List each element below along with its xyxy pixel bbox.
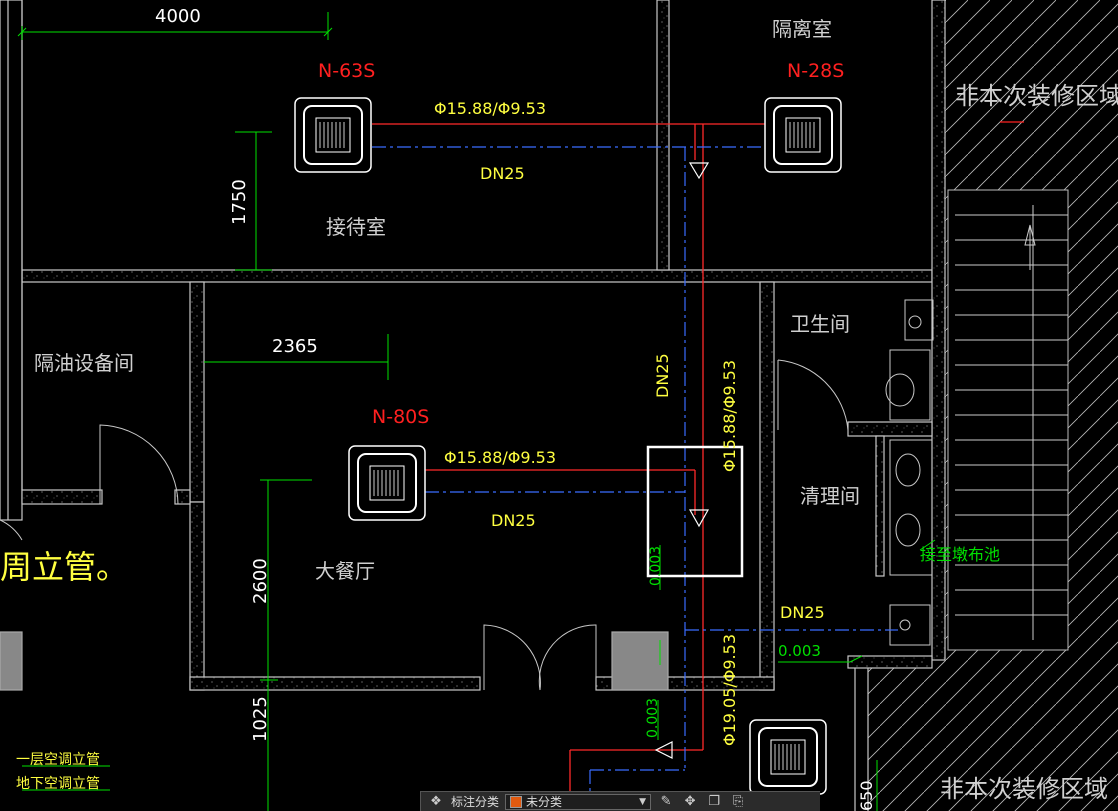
cassette-ac-unit-n28s[interactable]	[764, 97, 842, 173]
dim-2365: 2365	[272, 336, 318, 357]
dimension-lines	[17, 12, 936, 811]
out-of-scope-hatch	[868, 0, 1118, 811]
annotation-category-value: 未分类	[526, 795, 563, 809]
legend-basement-riser: 地下空调立管	[16, 776, 100, 792]
room-reception: 接待室	[326, 215, 386, 239]
dim-1750: 1750	[229, 179, 250, 225]
annotation-toolbar: ❖ 标注分类 未分类 ▼ ✎ ✥ ❐ ⎘	[420, 791, 820, 811]
dim-2600: 2600	[250, 558, 271, 604]
tag-n28s: N-28S	[787, 60, 844, 82]
label-slope-3: 0.003	[645, 698, 661, 738]
label-drain-right: DN25	[780, 603, 825, 622]
room-restroom: 卫生间	[790, 312, 850, 336]
label-drain-1: DN25	[480, 164, 525, 183]
note-riser: 周立管。	[0, 548, 128, 586]
note-to-mop-sink: 接至墩布池	[920, 545, 1000, 564]
dim-4000: 4000	[155, 6, 201, 27]
label-drain-vertical: DN25	[653, 353, 672, 398]
cassette-ac-unit-n80s[interactable]	[348, 445, 426, 521]
cassette-ac-unit-n63s[interactable]	[294, 97, 372, 173]
layers-icon[interactable]: ❖	[430, 794, 442, 809]
label-drain-2: DN25	[491, 511, 536, 530]
walls	[0, 0, 946, 811]
label-refrigerant-lower: Φ19.05/Φ9.53	[720, 634, 739, 746]
room-isolation: 隔离室	[772, 17, 832, 41]
label-slope-2: 0.003	[778, 642, 821, 660]
chevron-down-icon: ▼	[639, 796, 647, 807]
cassette-ac-unit-lower[interactable]	[749, 719, 827, 795]
dim-1025: 1025	[250, 696, 271, 742]
move-icon[interactable]: ✥	[684, 794, 696, 809]
dim-650: 650	[857, 780, 876, 811]
drawing-text: 4000 1750 2365 2600 1025 650 N-63S N-28S…	[0, 6, 1118, 811]
selection-box[interactable]	[646, 445, 744, 578]
sanitary-fixtures	[885, 299, 934, 646]
drain-pipes	[372, 146, 898, 811]
label-refrigerant-vertical: Φ15.88/Φ9.53	[720, 360, 739, 472]
room-out-of-scope-top: 非本次装修区域	[955, 82, 1118, 110]
legend-first-floor-riser: 一层空调立管	[16, 752, 100, 768]
category-color-swatch	[510, 795, 523, 808]
room-cleaning: 清理间	[800, 484, 860, 508]
label-slope-1: 0.003	[648, 546, 664, 586]
paste-icon[interactable]: ⎘	[732, 794, 744, 809]
tag-n63s: N-63S	[318, 60, 375, 82]
annotation-category-select[interactable]: 未分类 ▼	[505, 793, 652, 810]
brush-icon[interactable]: ✎	[660, 794, 672, 809]
flow-arrows	[654, 162, 710, 759]
label-refrigerant-1: Φ15.88/Φ9.53	[434, 99, 546, 118]
room-dining: 大餐厅	[315, 559, 375, 583]
tag-n80s: N-80S	[372, 406, 429, 428]
copy-icon[interactable]: ❐	[708, 794, 720, 809]
refrigerant-pipes	[372, 123, 765, 811]
room-grease: 隔油设备间	[34, 351, 134, 375]
staircase	[955, 205, 1068, 640]
doors	[0, 359, 849, 691]
annotation-category-label: 标注分类	[451, 795, 500, 809]
label-refrigerant-2: Φ15.88/Φ9.53	[444, 448, 556, 467]
room-out-of-scope-bottom: 非本次装修区域	[940, 775, 1108, 803]
